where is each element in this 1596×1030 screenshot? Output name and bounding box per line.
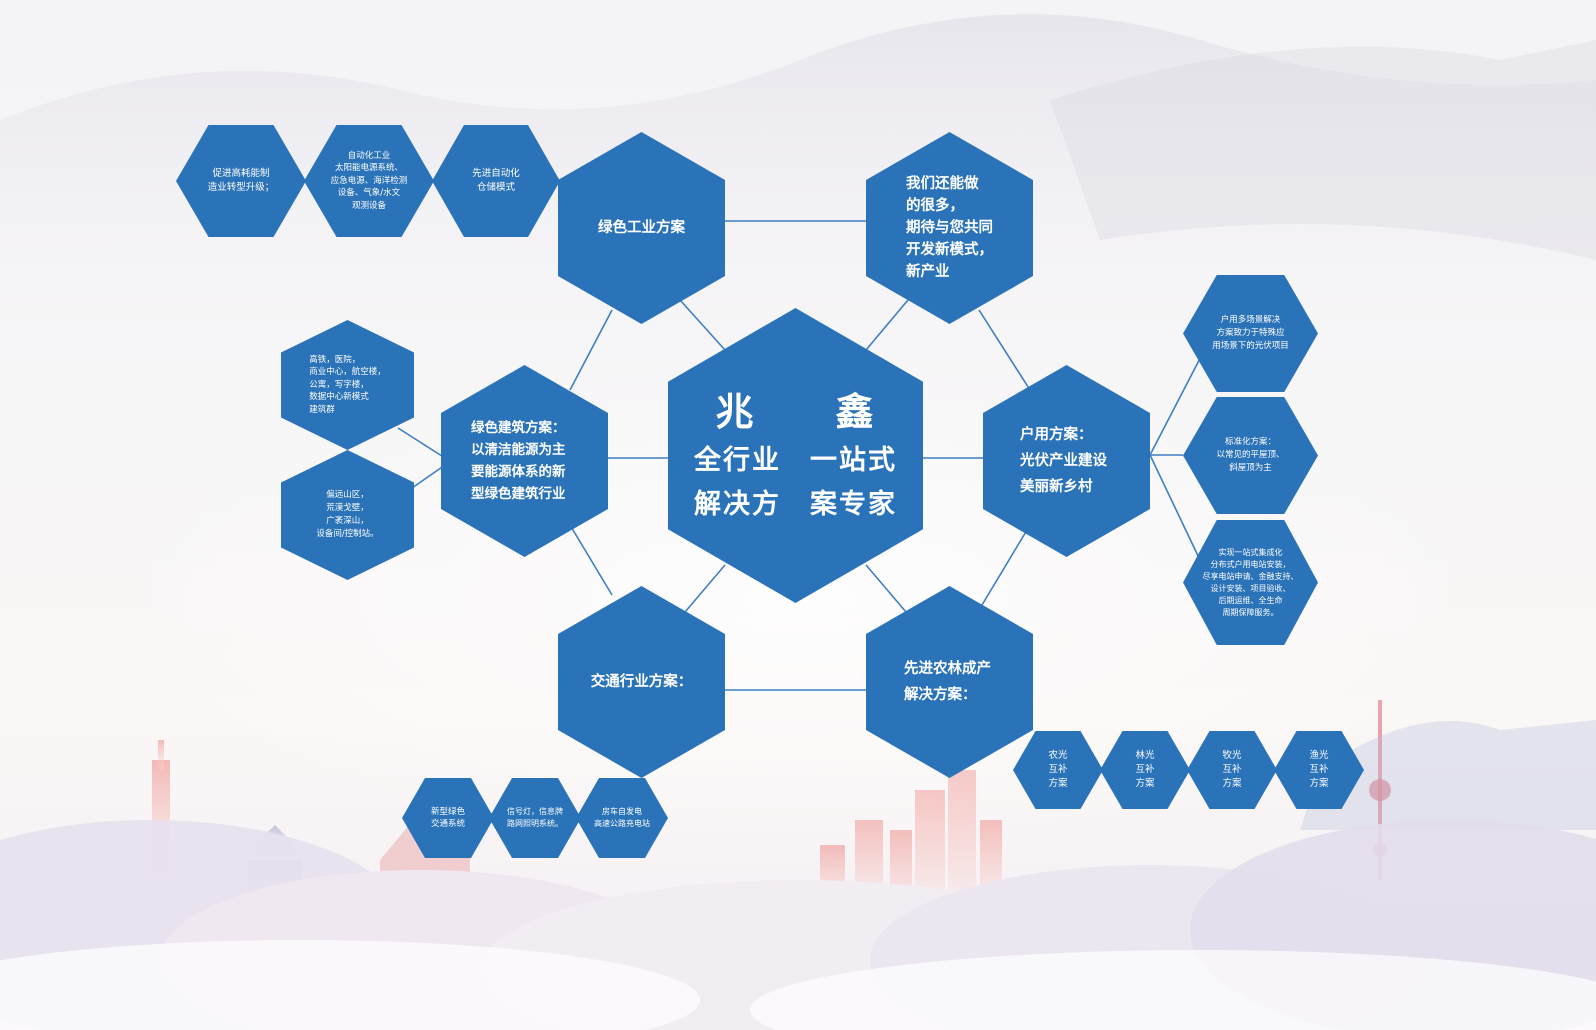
sub-industry-2-label: 自动化工业 太阳能电源系统、 应急电源、海洋检测 设备、气象/水文 观测设备 [330, 150, 408, 211]
sub-building-2-label: 偏远山区， 荒漠戈壁， 广袤深山， 设备间/控制站。 [316, 490, 379, 539]
node-agri-forest-label: 先进农林成产 解决方案： [904, 661, 991, 703]
sub-transport-1-label: 新型绿色 交通系统 [430, 807, 465, 829]
sub-agri-3: 牧光 互补 方案 [1187, 731, 1277, 809]
sub-household-2-label: 标准化方案： 以常见的平屋顶、 斜屋顶为主 [1216, 437, 1285, 473]
sub-building-1-label: 高铁，医院， 商业中心，航空楼， 公寓，写字楼， 数据中心新模式 建筑群 [309, 354, 386, 415]
node-household-label: 户用方案： 光伏产业建设 美丽新乡村 [1020, 427, 1107, 495]
sub-household-3-label: 实现一站式集成化 分布式户用电站安装， 尽享电站申请、金融支持、 设计安装、项目… [1202, 547, 1299, 617]
sub-agri-2: 林光 互补 方案 [1100, 731, 1190, 809]
sub-agri-4: 渔光 互补 方案 [1274, 731, 1364, 809]
sub-transport-3-label: 房车自发电 高速公路充电站 [594, 807, 650, 828]
sub-agri-1: 农光 互补 方案 [1013, 731, 1103, 809]
sub-agri-4-label: 渔光 互补 方案 [1309, 750, 1329, 789]
sub-agri-3-label: 牧光 互补 方案 [1222, 750, 1242, 789]
sub-household-1: 户用多场景解决 方案致力于特殊应 用场景下的光伏项目 [1183, 275, 1318, 392]
center-line-1: 全行业 一站式 [694, 444, 897, 476]
sub-household-1-label: 户用多场景解决 方案致力于特殊应 用场景下的光伏项目 [1212, 315, 1289, 351]
center-line-2: 解决方 案专家 [694, 488, 897, 520]
node-green-industry-label: 绿色工业方案 [598, 220, 685, 236]
node-more-label: 我们还能做 的很多， 期待与您共同 开发新模式， 新产业 [906, 176, 993, 280]
node-green-building-label: 绿色建筑方案： 以清洁能源为主 要能源体系的新 型绿色建筑行业 [471, 420, 566, 502]
node-transport-label: 交通行业方案： [590, 674, 693, 690]
center-title: 兆 鑫 [715, 389, 876, 434]
sub-industry-1-label: 促进高耗能制 造业转型升级； [207, 168, 275, 193]
sub-household-2: 标准化方案： 以常见的平屋顶、 斜屋顶为主 [1183, 397, 1318, 514]
sub-agri-1-label: 农光 互补 方案 [1048, 750, 1068, 789]
sub-agri-2-label: 林光 互补 方案 [1135, 750, 1155, 789]
sub-transport-2-label: 信号灯，信息牌 路网照明系统。 [507, 807, 563, 828]
sub-industry-3-label: 先进自动化 仓储模式 [472, 168, 520, 193]
